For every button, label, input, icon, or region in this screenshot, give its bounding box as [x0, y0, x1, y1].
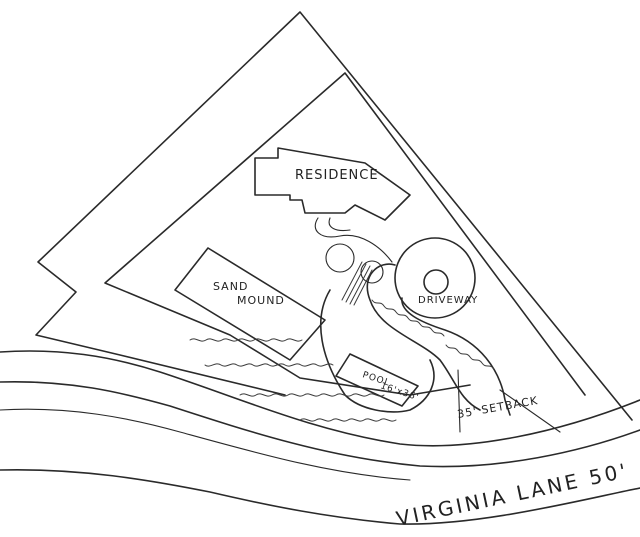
driveway-label: DRIVEWAY	[418, 295, 478, 306]
road-edge-inner	[0, 380, 640, 468]
stairs-hatch	[341, 261, 373, 306]
sand-mound-outline	[174, 247, 326, 361]
road-centerline	[0, 408, 411, 481]
driveway-lane-edge	[401, 297, 511, 416]
driveway-lane	[366, 263, 481, 411]
road-edge-north	[0, 350, 640, 447]
road-edge-south	[0, 468, 640, 525]
driveway-island	[423, 269, 449, 295]
driveway-landscaping	[371, 299, 445, 337]
setback-line	[104, 72, 586, 396]
shrub	[360, 260, 384, 284]
road-label: VIRGINIA LANE 50'	[394, 458, 631, 531]
landscaping-scribble	[189, 338, 303, 342]
shrub	[325, 243, 355, 273]
sand-mound-label-2: MOUND	[237, 294, 285, 307]
driveway-landscaping	[445, 344, 495, 370]
pool-deck	[319, 289, 435, 413]
sand-mound-label-1: SAND	[213, 280, 248, 293]
residence-footprint	[254, 147, 411, 221]
landscaping-scribble	[204, 363, 334, 367]
residence-label: RESIDENCE	[295, 168, 379, 183]
setback-label: 35' SETBACK	[456, 394, 539, 421]
pool-outline	[335, 353, 419, 407]
setback-dimension	[457, 369, 561, 433]
property-boundary	[35, 11, 633, 421]
walkway	[314, 217, 393, 263]
driveway-circle	[394, 237, 476, 319]
landscaping-scribble	[239, 393, 385, 397]
landscaping-scribble	[299, 418, 397, 422]
